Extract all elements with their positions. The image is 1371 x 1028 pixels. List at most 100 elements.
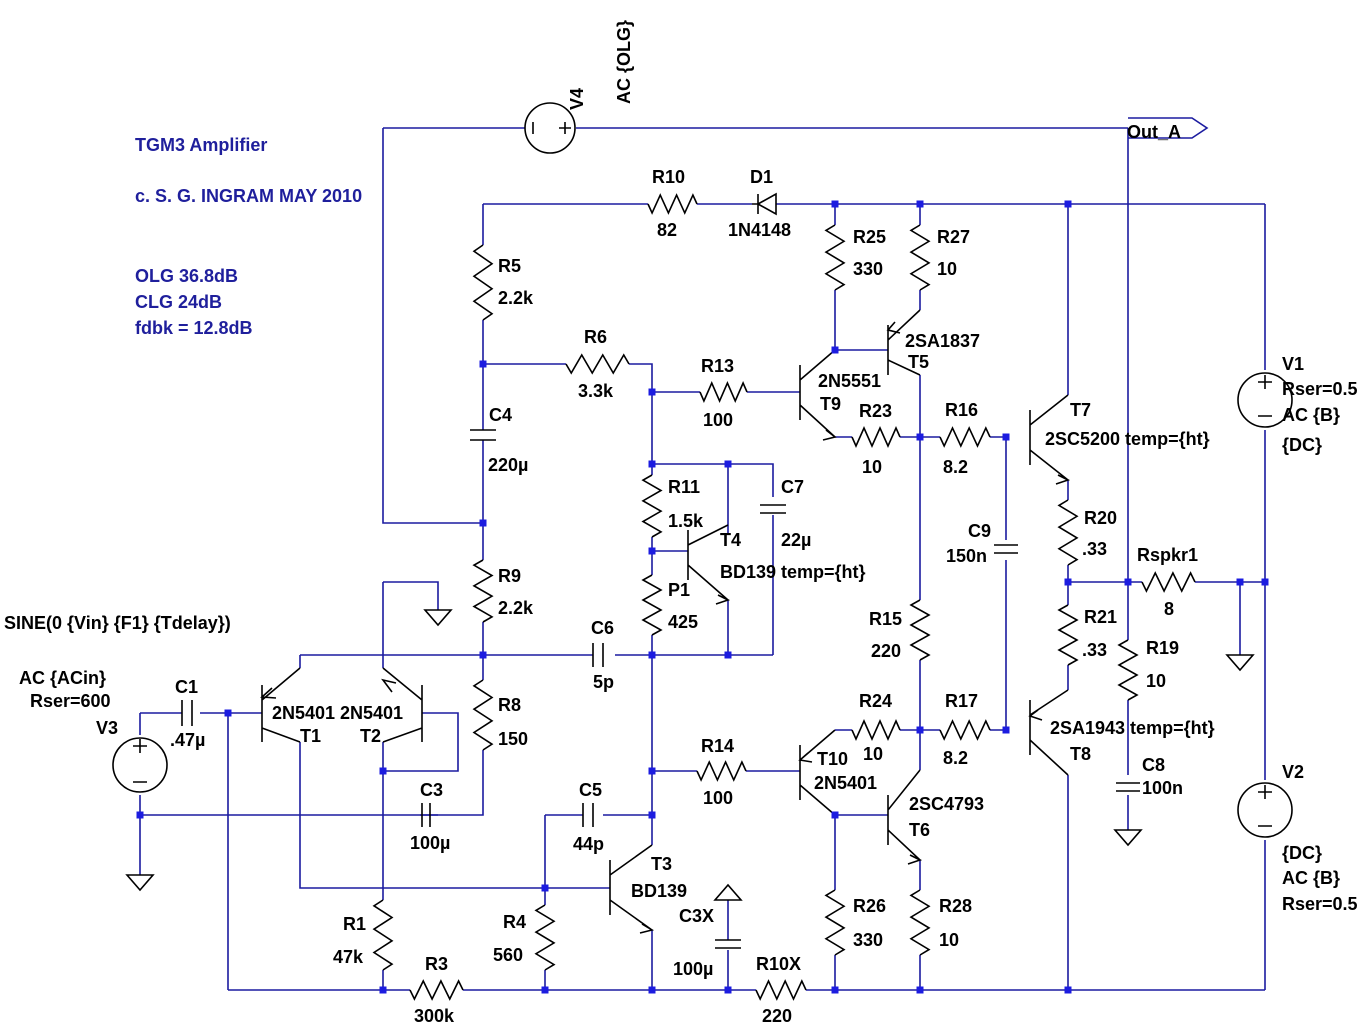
junction-dot [1236, 578, 1244, 586]
wires [139, 127, 1266, 991]
label-r9: R9 [498, 566, 521, 586]
label-r23: R23 [859, 401, 892, 421]
label-c6: C6 [591, 618, 614, 638]
label-r24-val: 10 [863, 744, 883, 764]
label-c4-val: 220µ [488, 455, 528, 475]
label-p1: P1 [668, 580, 690, 600]
label-v2: V2 [1282, 762, 1304, 782]
label-r21: R21 [1084, 607, 1117, 627]
label-c7-val: 22µ [781, 530, 811, 550]
junction-dot [648, 547, 656, 555]
junction-dots [136, 200, 1269, 994]
transistor-group [260, 309, 1071, 934]
label-r15-val: 220 [871, 641, 901, 661]
junction-dot [479, 651, 487, 659]
junction-dot [831, 986, 839, 994]
label-t1: T1 [300, 726, 321, 746]
olg-note: OLG 36.8dB [135, 266, 238, 286]
label-c6-val: 5p [593, 672, 614, 692]
label-r11-val: 1.5k [668, 511, 704, 531]
resistor-r1 [372, 899, 394, 971]
resistor-r6 [565, 353, 630, 375]
label-t6-type: 2SC4793 [909, 794, 984, 814]
resistor-rspkr1 [1141, 571, 1196, 593]
junction-dot [648, 811, 656, 819]
resistor-r8 [472, 679, 494, 751]
label-c3x: C3X [679, 906, 714, 926]
resistor-r21 [1057, 604, 1079, 666]
source-v4 [524, 102, 576, 154]
junction-dot [916, 986, 924, 994]
label-r13: R13 [701, 356, 734, 376]
resistor-r4 [534, 904, 556, 971]
label-r25: R25 [853, 227, 886, 247]
junction-dot [916, 726, 924, 734]
label-t10: T10 [817, 749, 848, 769]
label-v1-rser: Rser=0.5 [1282, 379, 1358, 399]
label-rspkr-val: 8 [1164, 599, 1174, 619]
junction-dot [916, 200, 924, 208]
label-r28-val: 10 [939, 930, 959, 950]
label-out: Out_A [1127, 122, 1181, 142]
label-c8-val: 100n [1142, 778, 1183, 798]
junction-dot [831, 200, 839, 208]
label-c5-val: 44p [573, 834, 604, 854]
junction-dot [831, 811, 839, 819]
label-r8-val: 150 [498, 729, 528, 749]
label-r8: R8 [498, 695, 521, 715]
label-v3-rser: Rser=600 [30, 691, 111, 711]
junction-dot [1064, 578, 1072, 586]
label-c9: C9 [968, 521, 991, 541]
junction-dot [648, 460, 656, 468]
label-t8: T8 [1070, 744, 1091, 764]
label-v2-rser: Rser=0.5 [1282, 894, 1358, 914]
label-t2-type: 2N5401 [340, 703, 403, 723]
label-v1: V1 [1282, 354, 1304, 374]
junction-dot [136, 811, 144, 819]
label-r1: R1 [343, 914, 366, 934]
label-r16: R16 [945, 400, 978, 420]
label-r17-val: 8.2 [943, 748, 968, 768]
label-r13-val: 100 [703, 410, 733, 430]
resistor-r10x [755, 979, 807, 1001]
label-r14: R14 [701, 736, 734, 756]
label-p1-val: 425 [668, 612, 698, 632]
label-r26: R26 [853, 896, 886, 916]
label-t3: T3 [651, 854, 672, 874]
junction-dot [1124, 578, 1132, 586]
label-sine: SINE(0 {Vin} {F1} {Tdelay}) [4, 613, 231, 633]
label-r19-val: 10 [1146, 671, 1166, 691]
title-note: TGM3 Amplifier [135, 135, 267, 155]
label-t1-type: 2N5401 [272, 703, 335, 723]
label-r25-val: 330 [853, 259, 883, 279]
label-r5-val: 2.2k [498, 288, 534, 308]
label-v1-ac: AC {B} [1282, 405, 1340, 425]
junction-dot [648, 986, 656, 994]
label-r9-val: 2.2k [498, 598, 534, 618]
junction-dot [1064, 986, 1072, 994]
label-r20-val: .33 [1082, 539, 1107, 559]
label-d1-val: 1N4148 [728, 220, 791, 240]
label-c3-val: 100µ [410, 833, 450, 853]
label-c4: C4 [489, 405, 512, 425]
clg-note: CLG 24dB [135, 292, 222, 312]
label-r5: R5 [498, 256, 521, 276]
junction-dot [724, 460, 732, 468]
label-v4: V4 [567, 88, 587, 110]
junction-dot [831, 346, 839, 354]
label-t4: T4 [720, 530, 741, 550]
label-c1: C1 [175, 677, 198, 697]
resistor-group [372, 193, 1196, 1001]
fdbk-note: fdbk = 12.8dB [135, 318, 253, 338]
junction-dot [724, 651, 732, 659]
label-r6-val: 3.3k [578, 381, 614, 401]
resistor-r17 [939, 719, 991, 741]
junction-dot [1002, 726, 1010, 734]
label-c7: C7 [781, 477, 804, 497]
label-r4: R4 [503, 912, 526, 932]
label-r28: R28 [939, 896, 972, 916]
junction-dot [541, 986, 549, 994]
label-r6: R6 [584, 327, 607, 347]
potentiometer-p1 [641, 574, 663, 636]
resistor-r27 [909, 224, 931, 291]
